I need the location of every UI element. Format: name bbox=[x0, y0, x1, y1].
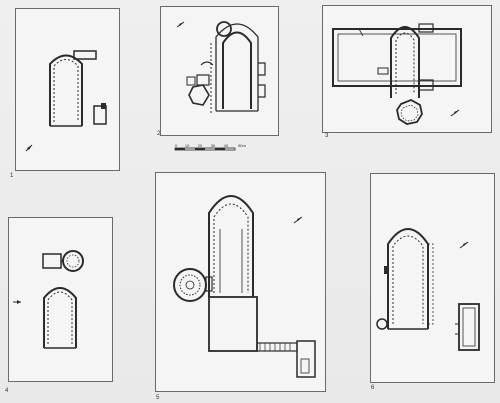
figure-panel-2 bbox=[160, 6, 279, 136]
floor-plan-1 bbox=[25, 50, 107, 152]
scale-tick-1: 10 bbox=[184, 143, 190, 148]
floor-plan-5 bbox=[173, 195, 316, 378]
scale-bar: 0 10 20 30 40 50m bbox=[172, 143, 262, 157]
scale-bar-line bbox=[174, 147, 236, 151]
figure-panel-4 bbox=[8, 217, 113, 382]
scale-tick-4: 40 bbox=[223, 143, 229, 148]
figure-number-2: 2 bbox=[157, 131, 161, 137]
floor-plan-4 bbox=[13, 250, 84, 349]
floor-plan-6 bbox=[376, 228, 480, 351]
floor-plan-2 bbox=[176, 21, 266, 113]
figure-number-5: 5 bbox=[156, 395, 160, 401]
scale-tick-3: 30 bbox=[210, 143, 216, 148]
figure-number-6: 6 bbox=[371, 385, 375, 391]
figure-number-1: 1 bbox=[10, 173, 14, 179]
figure-panel-5 bbox=[155, 172, 326, 392]
figure-panel-3 bbox=[322, 5, 492, 133]
figure-number-4: 4 bbox=[5, 388, 9, 394]
scale-tick-0: 0 bbox=[175, 143, 178, 148]
figure-panel-1 bbox=[15, 8, 120, 171]
scale-tick-2: 20 bbox=[197, 143, 203, 148]
scale-tick-5: 50m bbox=[238, 143, 246, 148]
floor-plan-3 bbox=[332, 23, 462, 125]
figure-number-3: 3 bbox=[325, 133, 329, 139]
figure-panel-6 bbox=[370, 173, 495, 383]
